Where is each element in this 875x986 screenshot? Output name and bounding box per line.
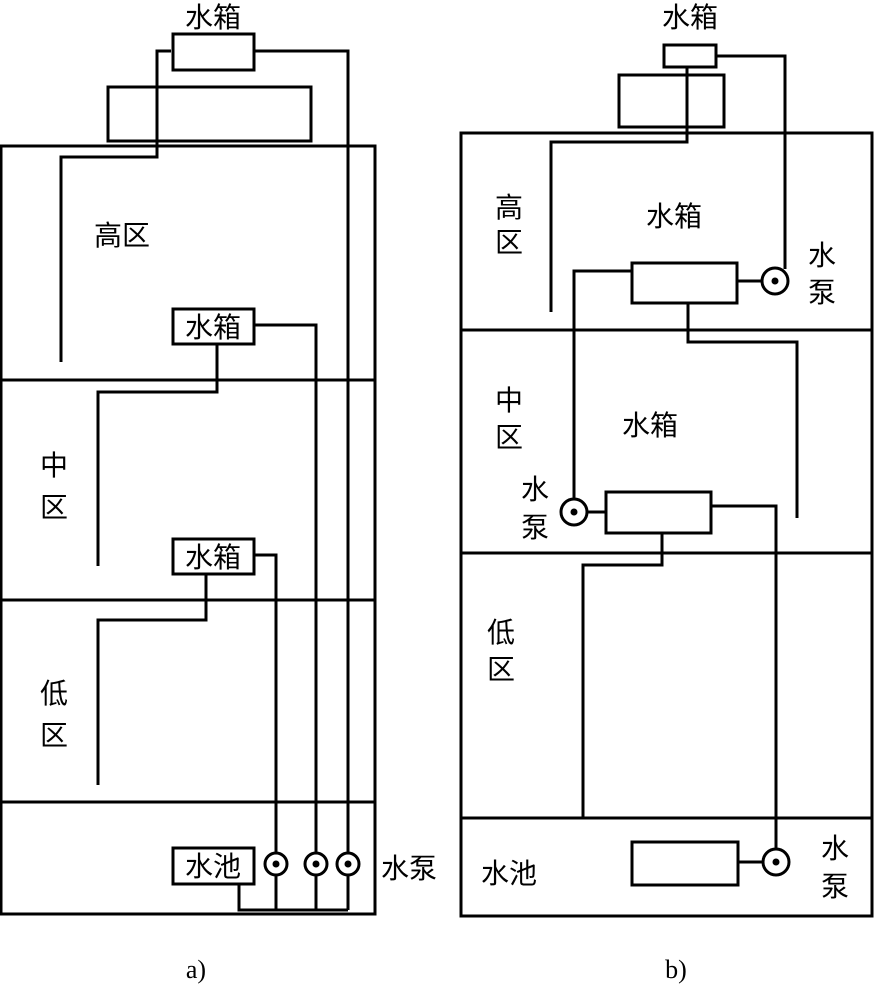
a-low-zone-label-1: 低: [40, 677, 68, 710]
b-high-tank: [630, 261, 739, 305]
pump-icon-center: [312, 860, 320, 868]
b-pump-high-label-1: 水: [808, 239, 836, 272]
a-pump-label: 水泵: [381, 852, 437, 885]
b-pump-pool-label-2: 泵: [821, 870, 849, 903]
b-riser-to-mid-tank: [711, 504, 778, 850]
a-mid-zone-label-2: 区: [40, 491, 68, 524]
a-pool: [171, 846, 256, 886]
a-pump-1: [263, 851, 289, 877]
a-mid-tank: [171, 307, 256, 346]
a-pool-label: 水池: [185, 850, 241, 883]
a-riser-to-mid-tank: [255, 323, 318, 852]
a-downfeed-high-zone: [59, 49, 171, 362]
a-downfeed-mid-zone: [96, 343, 219, 566]
a-mid-zone-label-1: 中: [40, 449, 68, 482]
b-mid-zone-label-1: 中: [495, 384, 523, 417]
a-pump-suction-header: [237, 884, 348, 912]
b-pool-label: 水池: [481, 857, 537, 890]
diagram-a: 水箱 高区 中 区 低 区 水箱 水箱 水池 水泵 a): [0, 1, 437, 984]
b-mid-tank-label: 水箱: [622, 409, 678, 442]
b-downfeed-low-zone: [581, 533, 664, 818]
b-roof-structure: [617, 73, 726, 129]
b-low-zone-label-2: 区: [487, 653, 515, 686]
b-downfeed-high-zone: [549, 67, 689, 312]
a-low-zone-label-2: 区: [40, 719, 68, 752]
a-roof-structure: [106, 85, 313, 143]
b-low-zone-label-1: 低: [487, 616, 515, 649]
a-roof-tank-label: 水箱: [185, 1, 241, 34]
b-high-zone-label-1: 高: [495, 191, 523, 224]
a-high-zone-label: 高区: [94, 219, 150, 252]
diagram-b: 水箱 高 区 水箱 水 泵 中 区 水箱 水 泵 低 区 水池 水 泵 b): [459, 1, 874, 984]
b-roof-tank-label: 水箱: [662, 1, 718, 34]
b-pump-pool: [761, 847, 791, 877]
b-roof-tank: [662, 43, 718, 69]
b-pump-mid-label-2: 泵: [521, 511, 549, 544]
b-riser-to-roof-tank: [716, 54, 787, 269]
pump-icon-center: [272, 860, 280, 868]
a-pump-3: [335, 851, 361, 877]
a-downfeed-low-zone: [96, 573, 208, 785]
b-pump-high: [760, 266, 790, 296]
a-riser-to-roof-tank: [255, 49, 350, 852]
b-building-outline: [459, 131, 874, 918]
a-roof-tank: [171, 32, 256, 72]
b-mid-zone-label-2: 区: [495, 421, 523, 454]
a-caption: a): [186, 955, 206, 984]
b-pump-mid-label-1: 水: [521, 473, 549, 506]
a-pump-2: [303, 851, 329, 877]
pump-icon-center: [772, 858, 780, 866]
pump-icon-center: [570, 508, 578, 516]
b-pump-pool-label-1: 水: [821, 832, 849, 865]
b-caption: b): [665, 955, 687, 984]
a-low-tank: [171, 537, 256, 576]
b-pump-mid: [559, 497, 589, 527]
b-riser-to-high-tank: [572, 269, 631, 500]
a-low-tank-label: 水箱: [185, 541, 241, 574]
a-mid-tank-label: 水箱: [185, 311, 241, 344]
b-mid-tank: [604, 490, 713, 535]
pump-icon-center: [344, 860, 352, 868]
b-pump-high-label-2: 泵: [808, 276, 836, 309]
pump-icon-center: [771, 277, 779, 285]
a-building-outline: [0, 144, 377, 916]
b-high-tank-label: 水箱: [646, 200, 702, 233]
a-riser-to-low-tank: [255, 553, 278, 852]
b-downfeed-mid-zone: [686, 303, 799, 518]
b-pool-tank: [630, 840, 740, 887]
b-high-zone-label-2: 区: [495, 226, 523, 259]
